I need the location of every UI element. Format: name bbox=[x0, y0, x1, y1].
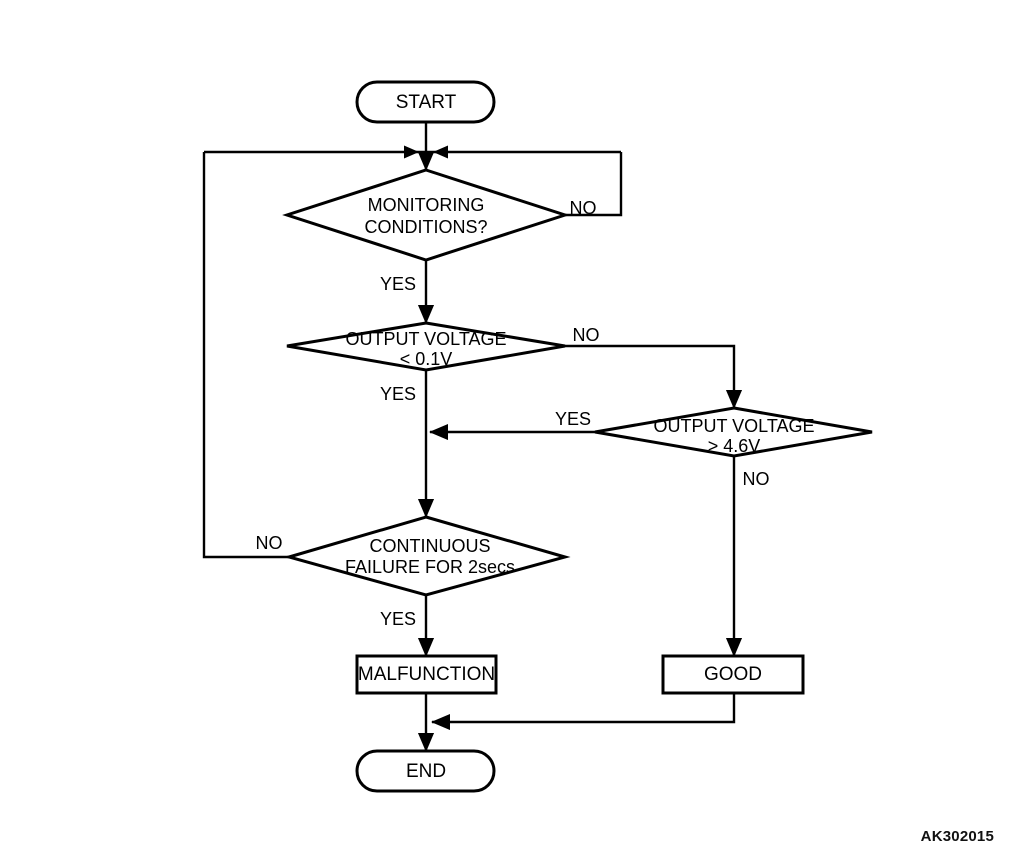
continuous-failure-decision-shape bbox=[283, 515, 571, 597]
node-malfunction[interactable]: MALFUNCTION bbox=[355, 654, 498, 695]
continuous-failure-label-line2: FAILURE FOR 2secs bbox=[345, 557, 515, 577]
voltage-high-label-line1: OUTPUT VOLTAGE bbox=[653, 416, 814, 436]
end-terminator-shape bbox=[355, 749, 496, 793]
edge-label-volthigh-no: NO bbox=[743, 469, 770, 489]
edge-label-monitoring-no: NO bbox=[570, 198, 597, 218]
edge-label-voltlow-yes: YES bbox=[380, 384, 416, 404]
continuous-failure-label-line1: CONTINUOUS bbox=[370, 536, 491, 556]
edge-continuous-no-loop bbox=[202, 152, 289, 559]
edge-monitoring-no-loop bbox=[565, 152, 623, 217]
node-start[interactable]: START bbox=[355, 80, 496, 124]
monitoring-decision-shape bbox=[282, 168, 570, 262]
node-monitoring-conditions[interactable]: MONITORING CONDITIONS? bbox=[282, 168, 570, 262]
good-label: GOOD bbox=[704, 664, 762, 685]
monitoring-label-line2: CONDITIONS? bbox=[364, 217, 487, 237]
merge-arrow-from-right bbox=[433, 145, 448, 159]
voltage-high-label-line2: > 4.6V bbox=[708, 436, 761, 456]
start-terminator-shape bbox=[355, 80, 496, 124]
node-good[interactable]: GOOD bbox=[661, 654, 805, 695]
end-label: END bbox=[406, 761, 446, 782]
start-label: START bbox=[396, 92, 457, 113]
merge-arrow-from-left bbox=[404, 145, 419, 159]
edge-good-to-end bbox=[431, 693, 736, 731]
voltage-low-label-line2: < 0.1V bbox=[400, 349, 453, 369]
node-end[interactable]: END bbox=[355, 749, 496, 793]
voltage-low-decision-shape bbox=[286, 321, 566, 372]
voltage-high-decision-shape bbox=[594, 406, 873, 458]
edge-label-volthigh-yes: YES bbox=[555, 409, 591, 429]
good-box-shape bbox=[661, 654, 805, 695]
edge-label-continuous-yes: YES bbox=[380, 609, 416, 629]
edge-label-monitoring-yes: YES bbox=[380, 274, 416, 294]
reference-code: AK302015 bbox=[920, 828, 994, 845]
edge-label-voltlow-no: NO bbox=[573, 325, 600, 345]
malfunction-box-shape bbox=[355, 654, 498, 695]
edge-voltlow-no bbox=[565, 344, 743, 409]
malfunction-label: MALFUNCTION bbox=[358, 664, 495, 685]
node-output-voltage-low[interactable]: OUTPUT VOLTAGE < 0.1V bbox=[286, 321, 566, 372]
voltage-low-label-line1: OUTPUT VOLTAGE bbox=[345, 329, 506, 349]
node-output-voltage-high[interactable]: OUTPUT VOLTAGE > 4.6V bbox=[594, 406, 873, 458]
monitoring-label-line1: MONITORING bbox=[368, 195, 485, 215]
edge-label-continuous-no: NO bbox=[256, 533, 283, 553]
node-continuous-failure[interactable]: CONTINUOUS FAILURE FOR 2secs bbox=[283, 515, 571, 597]
